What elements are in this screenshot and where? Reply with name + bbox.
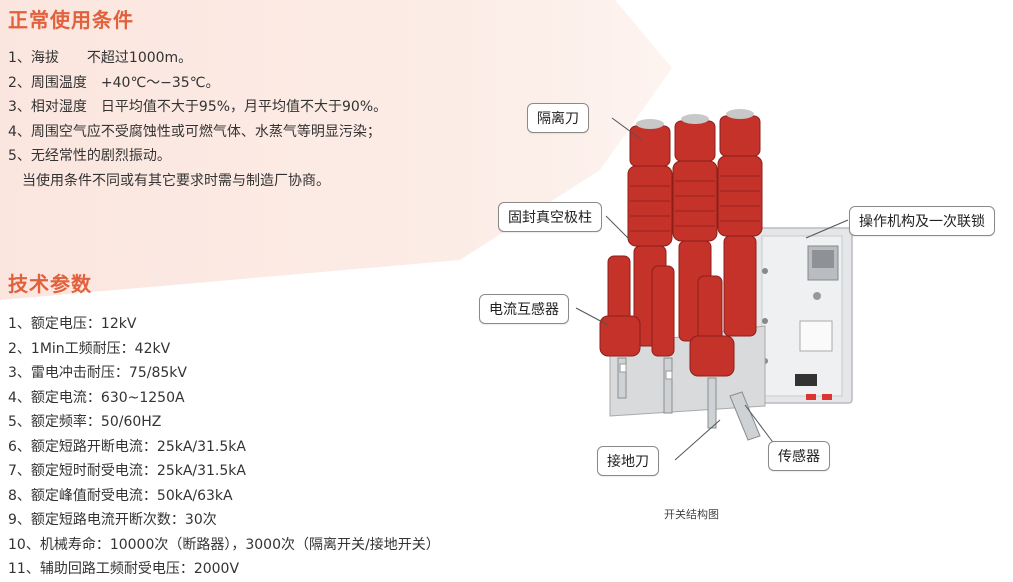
switch-structure-illustration — [599, 109, 853, 441]
specs-list: 1、额定电压：12kV 2、1Min工频耐压：42kV 3、雷电冲击耐压：75/… — [8, 312, 440, 582]
condition-item: 5、无经常性的剧烈振动。 — [8, 148, 171, 164]
spec-item: 2、1Min工频耐压：42kV — [8, 340, 171, 357]
spec-item: 4、额定电流：630~1250A — [8, 389, 185, 406]
condition-note: 当使用条件不同或有其它要求时需与制造厂协商。 — [22, 172, 330, 189]
label-sealed-vacuum-pole: 固封真空极柱 — [498, 202, 602, 232]
label-isolating-knife: 隔离刀 — [527, 103, 589, 133]
label-sensor: 传感器 — [768, 441, 830, 471]
label-current-transformer: 电流互感器 — [479, 294, 569, 324]
spec-item: 5、额定频率：50/60HZ — [8, 414, 162, 430]
conditions-title: 正常使用条件 — [8, 8, 134, 32]
spec-item: 11、辅助回路工频耐受电压：2000V — [8, 561, 240, 577]
figure-caption: 开关结构图 — [664, 508, 719, 521]
condition-item: 1、海拔 不超过1000m。 — [8, 50, 193, 66]
spec-item: 8、额定峰值耐受电流：50kA/63kA — [8, 487, 233, 504]
spec-item: 10、机械寿命：10000次（断路器），3000次（隔离开关/接地开关） — [8, 536, 440, 553]
condition-item: 4、周围空气应不受腐蚀性或可燃气体、水蒸气等明显污染； — [8, 123, 381, 140]
spec-item: 1、额定电压：12kV — [8, 316, 137, 332]
condition-item: 2、周围温度 +40℃～−35℃。 — [8, 74, 220, 91]
spec-item: 9、额定短路电流开断次数：30次 — [8, 512, 217, 528]
label-grounding-knife: 接地刀 — [597, 446, 659, 476]
condition-item: 3、相对湿度 日平均值不大于95%，月平均值不大于90%。 — [8, 99, 388, 115]
spec-item: 6、额定短路开断电流：25kA/31.5kA — [8, 438, 246, 455]
spec-item: 7、额定短时耐受电流：25kA/31.5kA — [8, 463, 246, 479]
conditions-list: 1、海拔 不超过1000m。 2、周围温度 +40℃～−35℃。 3、相对湿度 … — [8, 46, 387, 193]
specs-title: 技术参数 — [8, 272, 92, 296]
label-operating-mechanism: 操作机构及一次联锁 — [849, 206, 995, 236]
spec-item: 3、雷电冲击耐压：75/85kV — [8, 365, 187, 381]
